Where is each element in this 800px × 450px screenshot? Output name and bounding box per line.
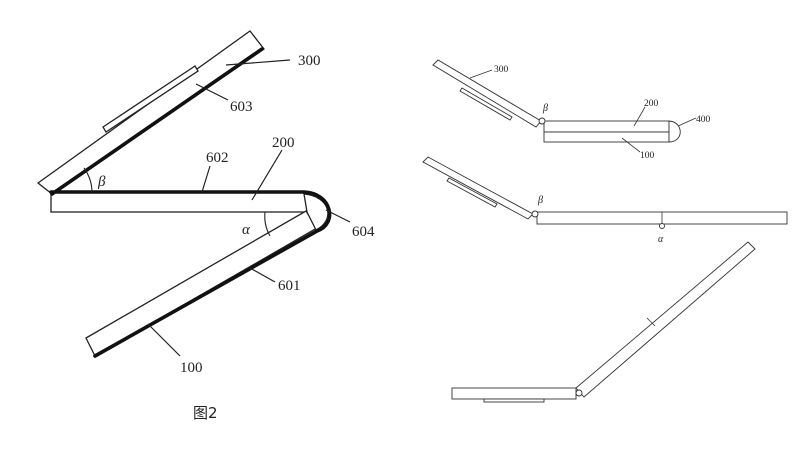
main-diagram: 300 603 200 602 604 601 100 β α 图2 bbox=[36, 30, 375, 422]
panel-bottom-slanted bbox=[575, 241, 756, 398]
leader-603 bbox=[195, 83, 229, 101]
label-604: 604 bbox=[352, 224, 375, 240]
label-200-small: 200 bbox=[644, 99, 659, 109]
leader-300 bbox=[225, 59, 291, 66]
hinge-bottom bbox=[575, 389, 583, 397]
leader-400-small bbox=[677, 117, 697, 127]
bottom-divider bbox=[646, 317, 656, 327]
panel-bottom-flat bbox=[451, 387, 577, 400]
leader-100-small bbox=[621, 137, 641, 153]
label-601: 601 bbox=[278, 278, 301, 294]
label-300: 300 bbox=[298, 53, 321, 69]
label-alpha-middle: α bbox=[658, 234, 664, 245]
label-603: 603 bbox=[230, 99, 253, 115]
leader-604 bbox=[325, 209, 351, 223]
label-400-small: 400 bbox=[696, 115, 711, 125]
label-beta: β bbox=[97, 174, 106, 190]
label-300-small: 300 bbox=[494, 65, 509, 75]
leader-200-small bbox=[633, 106, 646, 127]
side-diagram-middle: β α bbox=[422, 156, 788, 245]
hinge-alpha-middle bbox=[659, 223, 665, 229]
panel-100-small bbox=[543, 131, 670, 143]
panel-bottom-strip bbox=[483, 398, 545, 403]
side-diagram-bottom bbox=[451, 241, 756, 403]
beta-angle-arc bbox=[83, 167, 93, 193]
label-beta-middle: β bbox=[537, 195, 543, 206]
flexible-screen-path bbox=[49, 47, 332, 358]
label-602: 602 bbox=[206, 150, 229, 166]
label-200: 200 bbox=[272, 135, 295, 151]
label-100-small: 100 bbox=[640, 151, 655, 161]
label-alpha: α bbox=[242, 222, 251, 238]
leader-300-small bbox=[469, 69, 493, 79]
hinge-400-small bbox=[668, 120, 681, 143]
panel-300-middle-strip bbox=[446, 177, 498, 208]
hinge-beta-middle bbox=[531, 210, 539, 218]
leader-100 bbox=[147, 323, 181, 357]
label-100: 100 bbox=[180, 360, 203, 376]
panel-300-small bbox=[432, 59, 542, 128]
leader-200 bbox=[251, 149, 283, 201]
panel-300-middle bbox=[422, 156, 534, 220]
hinge-beta-small bbox=[538, 117, 546, 125]
label-beta-small: β bbox=[542, 103, 548, 114]
leader-602 bbox=[201, 165, 211, 193]
panel-200 bbox=[50, 191, 308, 213]
leader-601 bbox=[249, 267, 276, 283]
panel-200-small bbox=[543, 120, 670, 133]
panel-300-small-strip bbox=[459, 87, 513, 121]
alpha-angle-arc bbox=[264, 211, 271, 237]
panel-300-strip bbox=[102, 65, 199, 133]
figure-caption: 图2 bbox=[193, 404, 218, 422]
side-diagram-top: 300 200 400 100 β bbox=[432, 59, 711, 161]
